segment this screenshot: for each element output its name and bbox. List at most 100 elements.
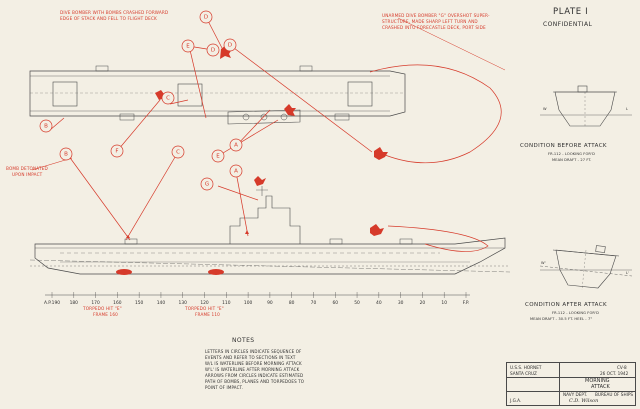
tb-dept: NAVY DEPT.: [563, 392, 588, 397]
tb-hull: CV-8: [617, 365, 627, 370]
torpedo-note-160-1: TORPEDO HIT "E": [83, 306, 122, 311]
section-before-attack: [540, 85, 632, 128]
callout-circle-a: [229, 138, 243, 152]
path-b: [67, 154, 131, 241]
flight-deck-outline: [29, 70, 406, 117]
torpedo-impact-160: [116, 269, 132, 275]
frame-scale-tick-label: 140: [156, 301, 166, 306]
frame-scale-tick-label: F.P.: [462, 301, 470, 306]
bomb-detonated-2: UPON IMPACT: [12, 172, 43, 177]
dive-bomber-note-2: EDGE OF STACK AND FELL TO FLIGHT DECK: [60, 16, 157, 21]
fwd-elevator: [347, 81, 373, 107]
impact-deck-f: [155, 90, 169, 100]
tb-attack2: ATTACK: [591, 384, 610, 390]
island-plan: [227, 109, 301, 125]
notes-line: W/L IS WATERLINE BEFORE MORNING ATTACK: [205, 361, 302, 366]
waterline-after: [29, 259, 511, 273]
callout-letter-b: B: [64, 151, 68, 157]
impact-island: [284, 104, 296, 116]
callout-circle-g: [200, 177, 214, 191]
callout-letter-g: G: [205, 181, 209, 187]
condition-after-title: CONDITION AFTER ATTACK: [525, 302, 607, 308]
path-bomb-center: [189, 49, 207, 119]
frame-scale-tick-label: 20: [419, 301, 426, 306]
frame-scale-tick-label: 80: [288, 301, 295, 306]
bomb-detonated-1: BOMB DETONATED: [6, 166, 48, 171]
frame-scale-tick-label: 170: [91, 301, 100, 306]
section-l-prime-label: L': [626, 271, 630, 275]
callout-letter-d: D: [211, 47, 215, 53]
notes-line: EVENTS AND REFER TO SECTIONS IN TEXT: [205, 355, 296, 360]
callout-circle-a: [229, 164, 243, 178]
impact-top: [220, 45, 232, 59]
impact-g: [254, 176, 266, 186]
notes-line: W'L' IS WATERLINE AFTER MORNING ATTACK: [205, 367, 300, 372]
tb-place: SANTA CRUZ: [510, 371, 537, 376]
callout-circle-e: [211, 149, 225, 163]
callout-circle-d: [199, 10, 213, 24]
impact-forecastle-plan: [374, 147, 388, 160]
condition-before-title: CONDITION BEFORE ATTACK: [520, 143, 607, 149]
condition-before-line2: MEAN DRAFT - 27 FT.: [552, 158, 592, 162]
section-w-label: W: [543, 107, 547, 111]
tb-ship: U.S.S. HORNET: [510, 365, 542, 370]
torpedo-note-160-2: FRAME 160: [93, 312, 118, 317]
path-f: [117, 99, 161, 151]
callout-circle-e: [181, 39, 195, 53]
torpedo-note-110-2: FRAME 110: [195, 312, 220, 317]
frame-scale-tick-label: 120: [200, 301, 209, 306]
condition-after-line1: FR.112 - LOOKING FOR'D: [552, 311, 599, 315]
callout-circle-d: [206, 43, 220, 57]
notes-line: POINT OF IMPACT.: [205, 385, 244, 390]
callout-letter-c: C: [166, 95, 170, 101]
path-a-profile: [235, 171, 249, 237]
aft-elevator: [52, 81, 78, 107]
path-unarmed: [229, 44, 373, 153]
callout-circle-f: [110, 144, 124, 158]
plate-title: PLATE I: [553, 7, 589, 17]
tb-date: 26 OCT. 1942: [600, 371, 629, 376]
mid-elevator: [177, 83, 203, 107]
notes-line: LETTERS IN CIRCLES INDICATE SEQUENCE OF: [205, 349, 302, 354]
tb-attack1: MORNING: [585, 378, 610, 384]
callout-letter-a: A: [234, 142, 238, 148]
frame-scale-tick-label: 110: [222, 301, 231, 306]
path-g: [217, 185, 259, 201]
tb-bureau: BUREAU OF SHIPS: [595, 392, 634, 397]
callout-letter-d: D: [204, 14, 208, 20]
section-after-attack: [539, 245, 633, 291]
frame-scale-tick-label: 130: [178, 301, 187, 306]
torpedo-impact-110: [208, 269, 224, 275]
unarmed-bomber-note-2: STRUCTURE, MADE SHARP LEFT TURN AND: [382, 19, 478, 24]
notes-title: NOTES: [232, 337, 255, 344]
condition-before-line1: FR.112 - LOOKING FOR'D: [548, 152, 595, 156]
frame-scale-tick-label: 150: [134, 301, 144, 306]
frame-scale-tick-label: 180: [69, 301, 78, 306]
frame-scale-tick-label: 160: [113, 301, 122, 306]
callout-letter-c: C: [176, 149, 180, 155]
notes-line: PATH OF BOMBS, PLANES AND TORPEDOES TO: [205, 379, 305, 384]
frame-scale-tick-label: 50: [354, 301, 360, 306]
impact-forecastle-profile: [370, 224, 384, 236]
path-c: [125, 151, 179, 241]
frame-scale-tick-label: 100: [243, 301, 253, 306]
frame-scale-tick-label: 70: [310, 301, 317, 306]
callout-letter-b: B: [44, 123, 48, 129]
callout-letter-e: E: [216, 153, 220, 159]
condition-after-line2: MEAN DRAFT - 30.5 FT. HEEL - 7°: [530, 317, 593, 321]
frame-scale-tick-label: 10: [441, 301, 447, 306]
section-w-prime-label: W': [541, 261, 546, 265]
section-l-label: L: [626, 107, 629, 111]
unarmed-bomber-note-1: UNARMED DIVE BOMBER "G" OVERSHOT SUPER-: [382, 13, 490, 18]
plate-classification: CONFIDENTIAL: [543, 21, 593, 28]
callout-circle-c: [161, 91, 175, 105]
frame-scale-tick-label: 30: [397, 301, 404, 306]
path-a: [235, 109, 271, 147]
unarmed-bomber-note-3: CRASHED INTO FORECASTLE DECK, PORT SIDE: [382, 25, 486, 30]
callout-circle-b: [39, 119, 53, 133]
dive-bomber-note-1: DIVE BOMBER WITH BOMBS CRASHED FORWARD: [60, 10, 169, 15]
callout-letter-f: F: [115, 148, 118, 154]
path-overshoot: [369, 64, 502, 164]
